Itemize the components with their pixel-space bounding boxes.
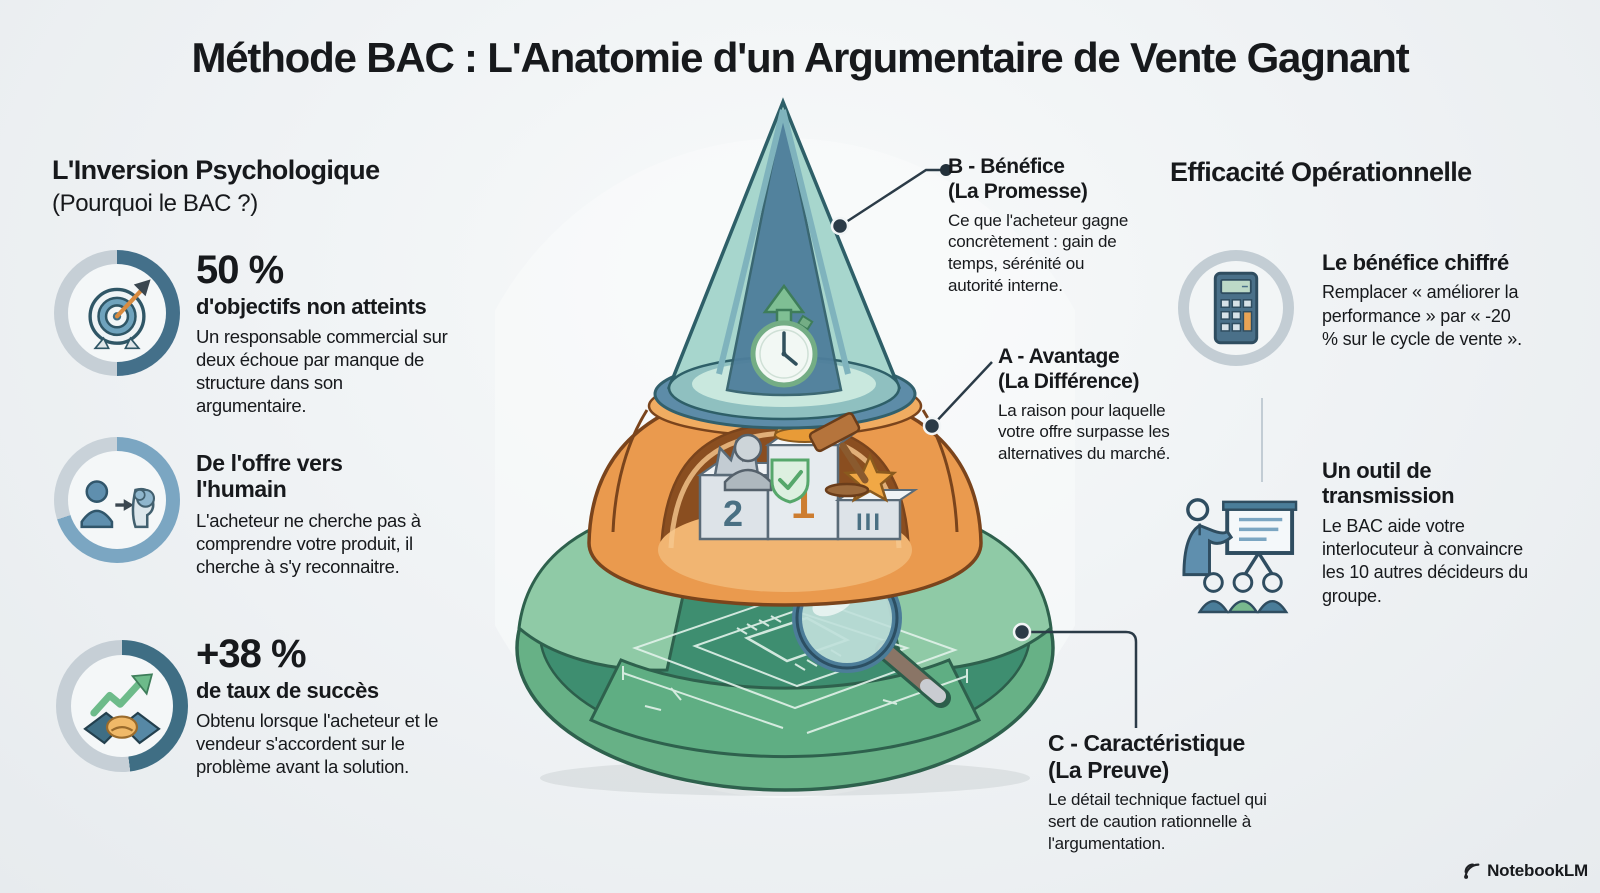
callout-c-title: C - Caractéristique: [1048, 730, 1245, 756]
stat-ring-1: [54, 250, 180, 376]
callout-a-title: A - Avantage: [998, 345, 1120, 368]
stat-1-value: 50 %: [196, 248, 284, 292]
stat-ring-3: [56, 640, 188, 772]
stat-block-3: +38 % de taux de succès Obtenu lorsque l…: [196, 634, 448, 779]
stat-3-body: Obtenu lorsque l'acheteur et le vendeur …: [196, 710, 439, 778]
stat-block-1: 50 % d'objectifs non atteints Un respons…: [196, 250, 448, 418]
stat-ring-2: [54, 437, 180, 563]
offer-to-human-icon: [80, 480, 156, 529]
target-arrow-icon: [88, 279, 151, 350]
stat-1-label: d'objectifs non atteints: [196, 294, 427, 319]
gavel-icon: [808, 412, 870, 498]
right-item-1: Le bénéfice chiffré Remplacer « améliore…: [1322, 250, 1527, 351]
stat-ring-1-inner: [68, 264, 166, 362]
bac-pyramid-illustration: 2 1 III: [495, 97, 1075, 798]
brand-name: NotebookLM: [1487, 861, 1588, 880]
audience-figures: [1197, 572, 1289, 614]
callout-b-subtitle: (La Promesse): [948, 179, 1088, 203]
callout-c-body: Le détail technique factuel qui sert de …: [1048, 790, 1267, 853]
right-item-1-ring: [1178, 250, 1294, 366]
stat-ring-2-inner: [68, 451, 166, 549]
callout-caracteristique: C - Caractéristique (La Preuve) Le détai…: [1048, 730, 1283, 855]
stopwatch-gain-icon: [750, 283, 818, 388]
stat-1-body: Un responsable commercial sur deux échou…: [196, 326, 448, 417]
stat-ring-3-inner: [71, 655, 173, 757]
left-section-heading: L'Inversion Psychologique (Pourquoi le B…: [52, 155, 380, 217]
right-item-1-body: Remplacer « améliorer la performance » p…: [1322, 282, 1522, 350]
stat-3-value: +38 %: [196, 632, 307, 676]
right-item-2-title: Un outil de transmission: [1322, 458, 1455, 509]
right-item-2-icon-wrap: [1180, 492, 1298, 619]
left-subheading: (Pourquoi le BAC ?): [52, 189, 258, 217]
presenter-icon: [1182, 498, 1298, 614]
right-item-2-body: Le BAC aide votre interlocuteur à convai…: [1322, 515, 1528, 606]
left-heading: L'Inversion Psychologique: [52, 155, 380, 185]
callout-benefice: B - Bénéfice (La Promesse) Ce que l'ache…: [948, 155, 1143, 297]
podium-rank-3: III: [856, 509, 882, 536]
person-shield-icon: [723, 433, 810, 504]
stat-block-2: De l'offre vers l'humain L'acheteur ne c…: [196, 450, 421, 579]
page-title: Méthode BAC : L'Anatomie d'un Argumentai…: [191, 34, 1409, 81]
brand-footer: NotebookLM: [1462, 861, 1588, 881]
stat-2-body: L'acheteur ne cherche pas à comprendre v…: [196, 509, 421, 577]
callout-a-body: La raison pour laquelle votre offre surp…: [998, 400, 1171, 464]
right-item-1-title: Le bénéfice chiffré: [1322, 250, 1509, 275]
right-heading: Efficacité Opérationnelle: [1170, 157, 1472, 187]
stat-2-label: De l'offre vers l'humain: [196, 450, 343, 503]
tier-b-teal-cone: [653, 97, 917, 504]
callout-c-subtitle: (La Preuve): [1048, 757, 1169, 784]
stat-3-label: de taux de succès: [196, 678, 379, 703]
handshake-growth-icon: [83, 673, 161, 745]
callout-a-subtitle: (La Différence): [998, 369, 1140, 393]
podium-rank-2: 2: [723, 493, 743, 534]
callout-b-body: Ce que l'acheteur gagne concrètement : g…: [948, 210, 1129, 295]
calculator-icon: [1213, 271, 1259, 345]
callout-avantage: A - Avantage (La Différence) La raison p…: [998, 345, 1180, 465]
right-item-1-inner: [1189, 261, 1283, 355]
callout-b-title: B - Bénéfice: [948, 155, 1065, 178]
right-item-2: Un outil de transmission Le BAC aide vot…: [1322, 458, 1534, 608]
notebooklm-logo-icon: [1464, 863, 1480, 879]
